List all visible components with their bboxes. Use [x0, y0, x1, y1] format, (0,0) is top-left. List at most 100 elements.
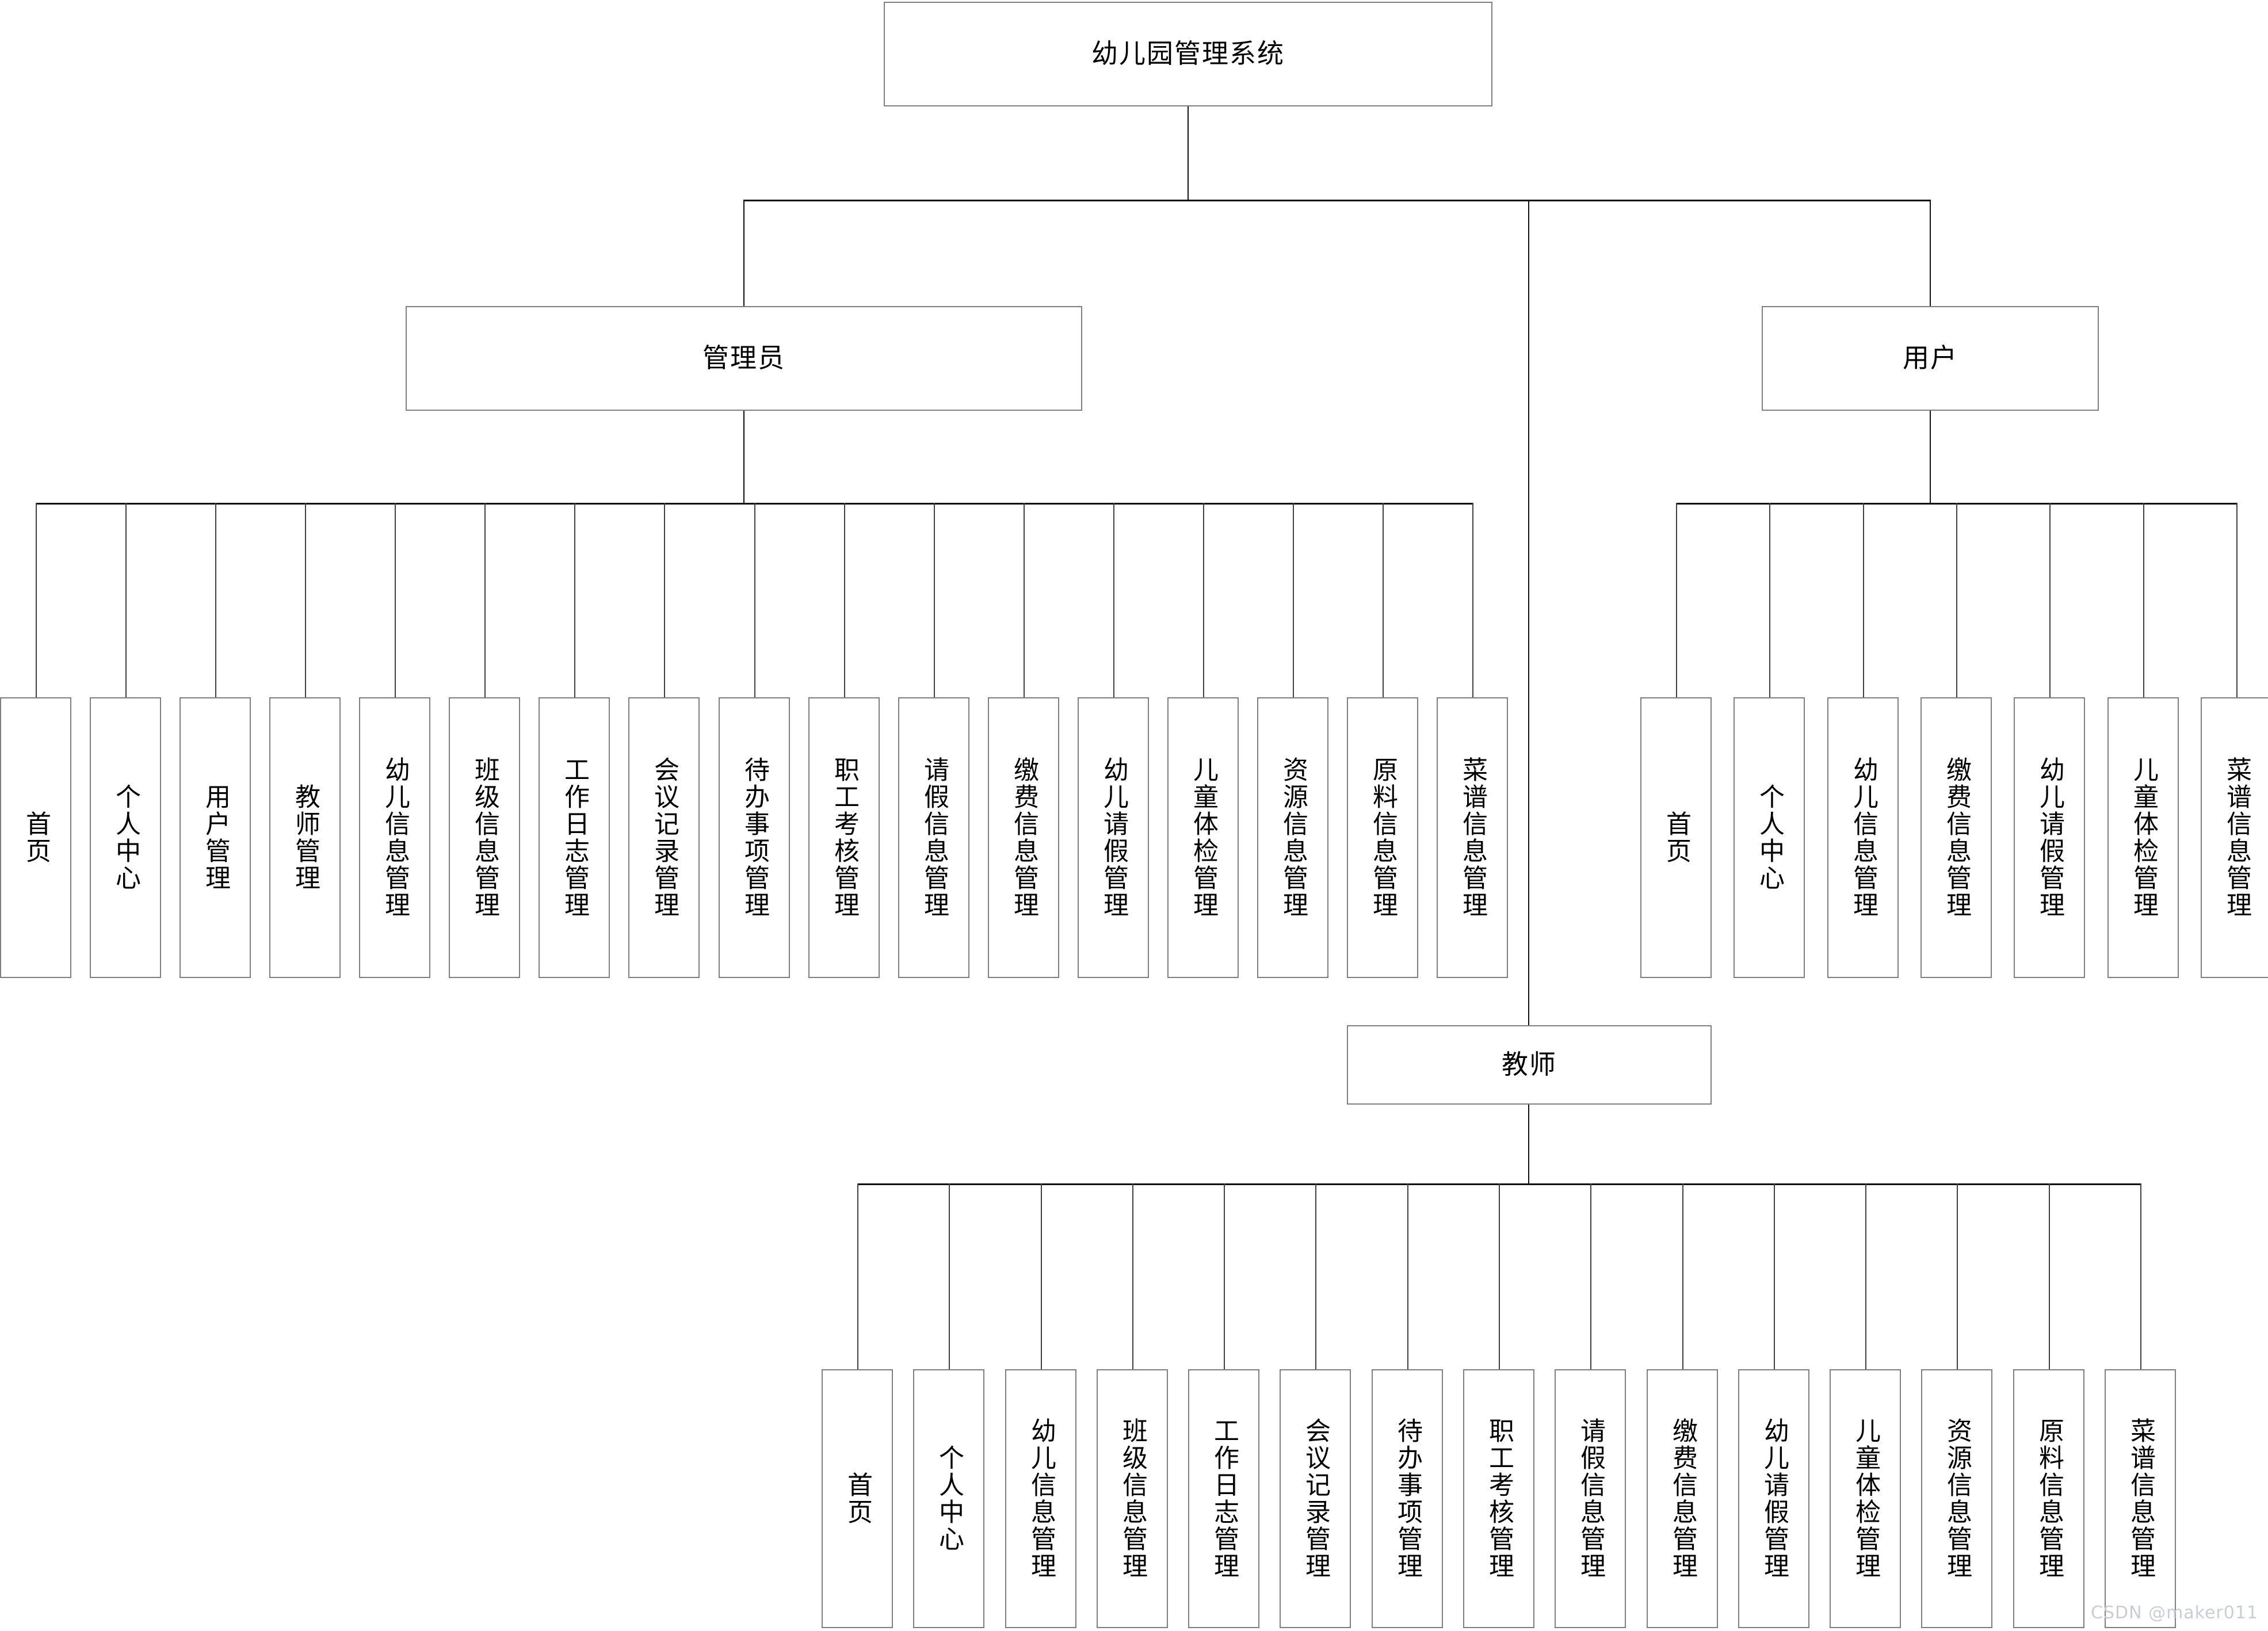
connector-drop [574, 503, 575, 697]
connector-drop [1865, 1183, 1866, 1369]
connector-admin-stem [743, 411, 744, 503]
leaf-teacher-label: 职工考核管理 [1484, 1418, 1514, 1580]
leaf-teacher-label: 首页 [843, 1472, 872, 1526]
leaf-admin-label: 缴费信息管理 [1009, 757, 1038, 919]
leaf-admin-8[interactable]: 会议记录管理 [628, 697, 700, 978]
leaf-admin-15[interactable]: 资源信息管理 [1257, 697, 1328, 978]
leaf-teacher-15[interactable]: 菜谱信息管理 [2105, 1369, 2176, 1628]
leaf-admin-label: 工作日志管理 [560, 757, 589, 919]
node-root-label: 幼儿园管理系统 [1091, 38, 1285, 70]
node-user-label: 用户 [1903, 342, 1958, 374]
leaf-user-label: 个人中心 [1755, 784, 1784, 892]
connector-drop [844, 503, 845, 697]
leaf-admin-10[interactable]: 职工考核管理 [808, 697, 880, 978]
leaf-teacher-3[interactable]: 幼儿信息管理 [1005, 1369, 1076, 1628]
connector-drop [395, 503, 396, 697]
connector-drop [1676, 503, 1677, 697]
leaf-admin-label: 幼儿信息管理 [380, 757, 410, 919]
leaf-user-2[interactable]: 个人中心 [1734, 697, 1805, 978]
leaf-user-3[interactable]: 幼儿信息管理 [1827, 697, 1899, 978]
leaf-admin-label: 首页 [21, 811, 51, 865]
leaf-user-6[interactable]: 儿童体检管理 [2107, 697, 2179, 978]
node-admin[interactable]: 管理员 [406, 306, 1082, 411]
connector-drop [215, 503, 216, 697]
leaf-teacher-2[interactable]: 个人中心 [913, 1369, 984, 1628]
leaf-teacher-13[interactable]: 资源信息管理 [1921, 1369, 1992, 1628]
leaf-admin-3[interactable]: 用户管理 [180, 697, 251, 978]
connector-drop [1383, 503, 1384, 697]
leaf-teacher-10[interactable]: 缴费信息管理 [1647, 1369, 1718, 1628]
node-teacher[interactable]: 教师 [1347, 1025, 1712, 1105]
leaf-admin-label: 教师管理 [291, 784, 320, 892]
leaf-admin-1[interactable]: 首页 [0, 697, 71, 978]
node-user[interactable]: 用户 [1762, 306, 2099, 411]
connector-drop [2140, 1183, 2141, 1369]
leaf-user-7[interactable]: 菜谱信息管理 [2201, 697, 2268, 978]
leaf-admin-16[interactable]: 原料信息管理 [1347, 697, 1418, 978]
watermark-csdn: CSDN @maker011 [2091, 1603, 2259, 1623]
leaf-teacher-11[interactable]: 幼儿请假管理 [1738, 1369, 1809, 1628]
leaf-teacher-14[interactable]: 原料信息管理 [2013, 1369, 2084, 1628]
leaf-user-5[interactable]: 幼儿请假管理 [2014, 697, 2085, 978]
leaf-user-label: 儿童体检管理 [2129, 757, 2158, 919]
connector-drop [36, 503, 37, 697]
leaf-admin-label: 班级信息管理 [470, 757, 499, 919]
connector-drop [1499, 1183, 1500, 1369]
connector-drop [1956, 503, 1957, 697]
leaf-teacher-9[interactable]: 请假信息管理 [1555, 1369, 1626, 1628]
connector-root-stem [1188, 106, 1189, 200]
connector-drop [1863, 503, 1864, 697]
node-teacher-label: 教师 [1502, 1049, 1557, 1080]
leaf-teacher-4[interactable]: 班级信息管理 [1097, 1369, 1168, 1628]
leaf-teacher-label: 幼儿请假管理 [1759, 1418, 1789, 1580]
leaf-user-label: 菜谱信息管理 [2222, 757, 2251, 919]
leaf-teacher-1[interactable]: 首页 [822, 1369, 893, 1628]
connector-drop [664, 503, 665, 697]
leaf-admin-label: 待办事项管理 [740, 757, 769, 919]
connector-drop [1407, 1183, 1408, 1369]
leaf-admin-9[interactable]: 待办事项管理 [719, 697, 790, 978]
leaf-admin-label: 菜谱信息管理 [1458, 757, 1487, 919]
leaf-user-1[interactable]: 首页 [1640, 697, 1712, 978]
connector-drop [1315, 1183, 1316, 1369]
node-root[interactable]: 幼儿园管理系统 [884, 2, 1492, 106]
leaf-admin-label: 幼儿请假管理 [1099, 757, 1128, 919]
leaf-admin-13[interactable]: 幼儿请假管理 [1078, 697, 1149, 978]
leaf-admin-17[interactable]: 菜谱信息管理 [1437, 697, 1508, 978]
connector-drop [1132, 1183, 1133, 1369]
leaf-teacher-7[interactable]: 待办事项管理 [1372, 1369, 1443, 1628]
leaf-user-label: 缴费信息管理 [1942, 757, 1971, 919]
leaf-user-4[interactable]: 缴费信息管理 [1920, 697, 1992, 978]
leaf-admin-5[interactable]: 幼儿信息管理 [359, 697, 430, 978]
leaf-teacher-label: 资源信息管理 [1942, 1418, 1972, 1580]
connector-drop [1590, 1183, 1591, 1369]
leaf-teacher-5[interactable]: 工作日志管理 [1188, 1369, 1259, 1628]
connector-drop [1293, 503, 1294, 697]
leaf-teacher-label: 工作日志管理 [1209, 1418, 1239, 1580]
leaf-teacher-8[interactable]: 职工考核管理 [1463, 1369, 1534, 1628]
connector-user-stem [1930, 411, 1931, 503]
leaf-admin-7[interactable]: 工作日志管理 [539, 697, 610, 978]
connector-drop [1113, 503, 1114, 697]
leaf-admin-label: 儿童体检管理 [1189, 757, 1218, 919]
leaf-teacher-label: 请假信息管理 [1576, 1418, 1605, 1580]
connector-admin-bus [36, 503, 1472, 505]
connector-drop [857, 1183, 858, 1369]
leaf-admin-label: 用户管理 [201, 784, 230, 892]
leaf-admin-2[interactable]: 个人中心 [90, 697, 161, 978]
leaf-teacher-label: 会议记录管理 [1301, 1418, 1330, 1580]
leaf-teacher-label: 幼儿信息管理 [1026, 1418, 1056, 1580]
leaf-admin-14[interactable]: 儿童体检管理 [1167, 697, 1239, 978]
connector-to-user [1930, 200, 1931, 307]
connector-drop [484, 503, 486, 697]
connector-drop [2049, 503, 2051, 697]
leaf-teacher-12[interactable]: 儿童体检管理 [1830, 1369, 1901, 1628]
leaf-admin-11[interactable]: 请假信息管理 [898, 697, 969, 978]
connector-drop [1774, 1183, 1775, 1369]
leaf-admin-4[interactable]: 教师管理 [269, 697, 341, 978]
leaf-teacher-6[interactable]: 会议记录管理 [1280, 1369, 1351, 1628]
leaf-admin-12[interactable]: 缴费信息管理 [988, 697, 1059, 978]
leaf-admin-6[interactable]: 班级信息管理 [449, 697, 520, 978]
connector-to-admin [743, 200, 744, 307]
